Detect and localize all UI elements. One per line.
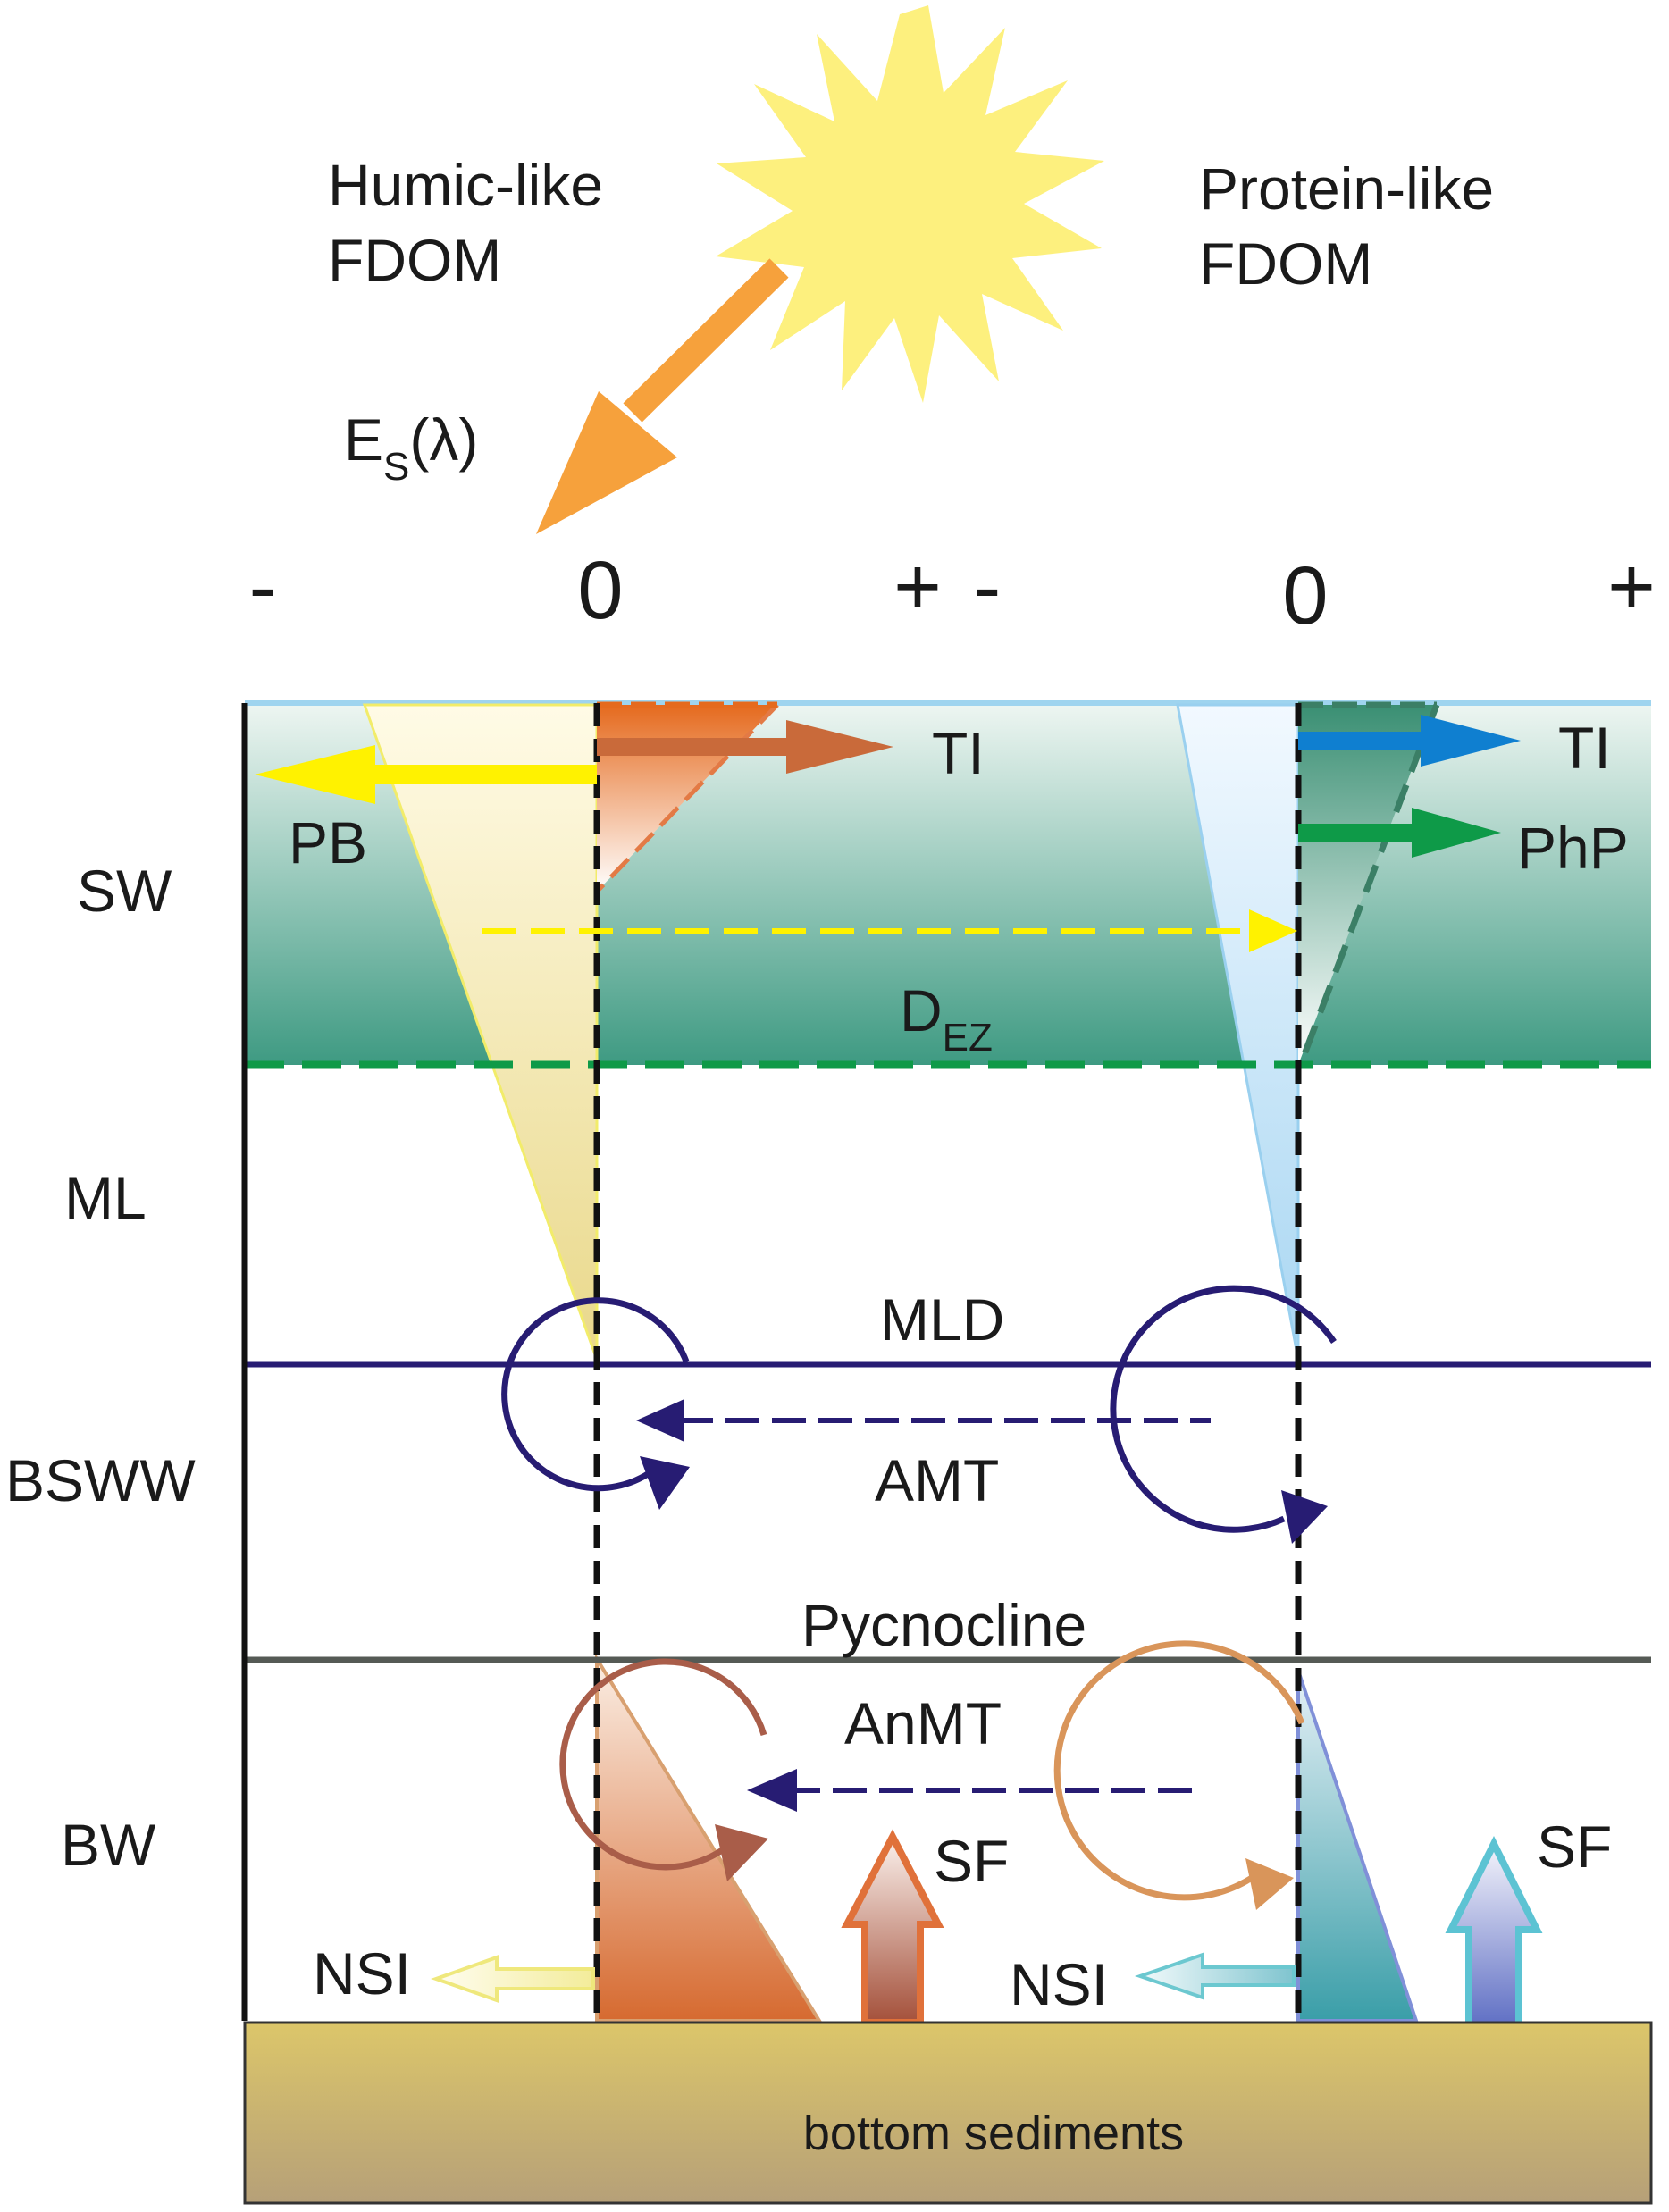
protein-php-triangle-edge bbox=[1301, 703, 1440, 1056]
irradiance-arrow bbox=[536, 258, 789, 534]
anmt-circle-protein bbox=[1053, 1640, 1305, 1910]
sf-protein-label: SF bbox=[1537, 1814, 1612, 1880]
sf-arrow-protein bbox=[1445, 1836, 1543, 2030]
layer-label-bw: BW bbox=[61, 1812, 156, 1878]
photobleaching-arrow bbox=[255, 745, 597, 804]
humic-bottom-triangle bbox=[595, 1652, 823, 2023]
nsi-protein-label: NSI bbox=[1010, 1951, 1108, 2017]
anmt-arrow bbox=[747, 1769, 1202, 1812]
anmt-label: AnMT bbox=[844, 1690, 1002, 1756]
amt-circle-humic bbox=[501, 1297, 690, 1510]
pb-label: PB bbox=[289, 809, 367, 876]
php-label: PhP bbox=[1517, 815, 1629, 881]
humic-title-line1: Humic-like bbox=[328, 152, 603, 218]
humic-ti-arrow bbox=[597, 720, 893, 774]
mld-label: MLD bbox=[880, 1286, 1004, 1353]
protein-title-line2: FDOM bbox=[1199, 230, 1372, 297]
bottom-sediments-label: bottom sediments bbox=[803, 2107, 1184, 2160]
nsi-arrow-protein bbox=[1134, 1952, 1296, 2000]
bottom-sediments bbox=[243, 2021, 1653, 2205]
protein-ti-arrow bbox=[1298, 715, 1521, 767]
humic-title-line2: FDOM bbox=[328, 227, 501, 293]
irradiance-main: E bbox=[344, 406, 383, 473]
layer-label-bsww: BSWW bbox=[5, 1447, 196, 1513]
sun-icon bbox=[716, 5, 1104, 403]
nsi-humic-label: NSI bbox=[313, 1940, 411, 2007]
irradiance-label: ES(λ) bbox=[344, 406, 478, 489]
dez-subscript: EZ bbox=[943, 1016, 993, 1060]
protein-axis-plus: + bbox=[1607, 541, 1656, 633]
transfer-arrow-yellow bbox=[482, 909, 1297, 952]
dez-main: D bbox=[900, 977, 943, 1043]
humic-ti-triangle-edge bbox=[595, 703, 779, 893]
anmt-circle-humic bbox=[559, 1658, 768, 1881]
dez-label: DEZ bbox=[900, 977, 993, 1060]
nsi-arrow-humic bbox=[430, 1955, 595, 2003]
protein-axis-zero: 0 bbox=[1282, 550, 1328, 641]
layer-label-sw: SW bbox=[77, 858, 172, 924]
protein-bottom-triangle bbox=[1296, 1670, 1419, 2023]
humic-axis-zero: 0 bbox=[577, 545, 623, 636]
layer-label-ml: ML bbox=[64, 1165, 147, 1231]
sf-humic-label: SF bbox=[934, 1828, 1009, 1894]
amt-circle-protein bbox=[1110, 1285, 1337, 1544]
php-arrow bbox=[1298, 808, 1501, 858]
ti-protein-label: TI bbox=[1558, 715, 1611, 781]
ti-humic-label: TI bbox=[932, 720, 985, 786]
irradiance-argument: (λ) bbox=[409, 406, 478, 473]
protein-title-line1: Protein-like bbox=[1199, 155, 1494, 222]
pycnocline-label: Pycnocline bbox=[801, 1592, 1086, 1658]
protein-axis-minus: - bbox=[974, 541, 1002, 633]
sf-arrow-humic bbox=[841, 1829, 944, 2026]
amt-label: AMT bbox=[875, 1447, 999, 1513]
humic-axis-plus: + bbox=[893, 541, 942, 633]
amt-arrow bbox=[636, 1399, 1211, 1442]
irradiance-subscript: S bbox=[383, 445, 409, 489]
humic-axis-minus: - bbox=[249, 541, 277, 633]
